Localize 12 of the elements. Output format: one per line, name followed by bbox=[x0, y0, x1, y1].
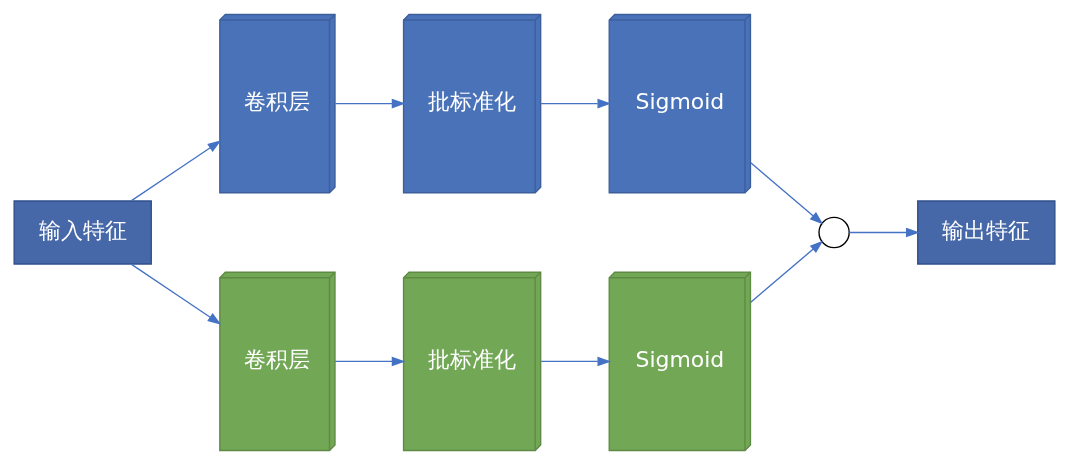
node-box: 输出特征 bbox=[917, 199, 1056, 265]
arrow bbox=[540, 98, 612, 108]
arrow bbox=[848, 227, 920, 237]
arrow bbox=[750, 161, 824, 224]
arrow bbox=[540, 356, 612, 366]
node-circle bbox=[818, 216, 850, 248]
arrow bbox=[334, 356, 406, 366]
arrow bbox=[750, 240, 824, 303]
node-box: 输入特征 bbox=[13, 199, 152, 265]
arrow bbox=[130, 263, 222, 325]
arrow bbox=[130, 139, 222, 201]
arrow bbox=[334, 98, 406, 108]
